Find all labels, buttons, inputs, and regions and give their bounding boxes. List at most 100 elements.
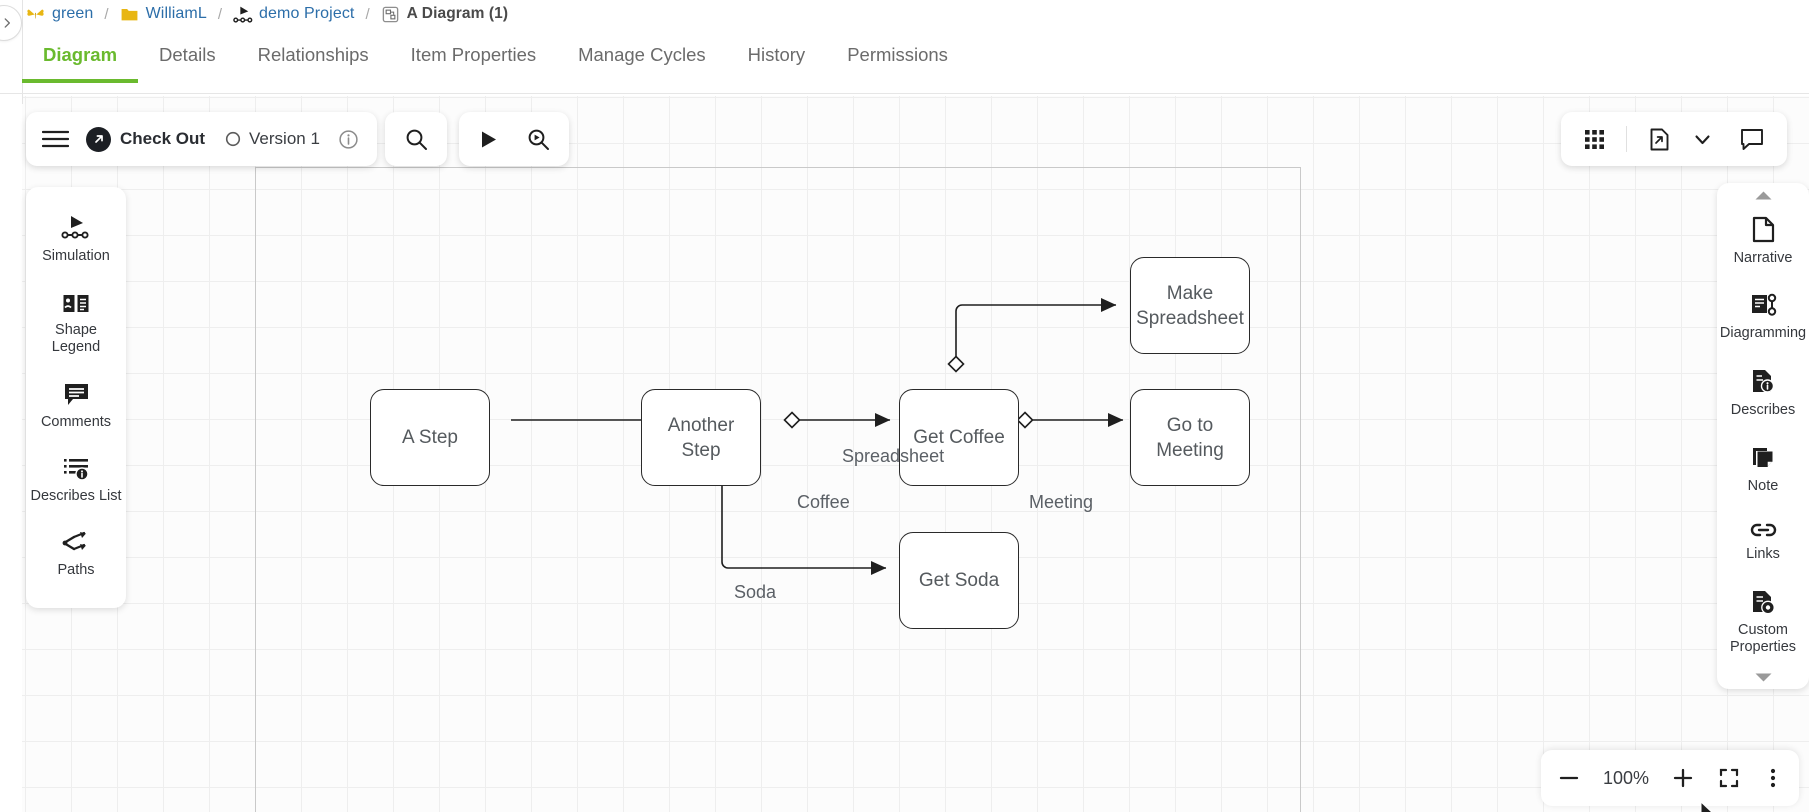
panel-label-shape-legend: Shape Legend	[51, 322, 101, 355]
page-boundary	[255, 167, 1301, 812]
breadcrumb-label-williaml: WilliamL	[145, 5, 207, 22]
tab-permissions[interactable]: Permissions	[847, 44, 948, 65]
panel-label-describes: Describes	[1730, 402, 1796, 418]
kebab-menu-icon	[1770, 768, 1776, 788]
version-selector[interactable]: Version 1	[205, 129, 320, 149]
tab-manage-cycles[interactable]: Manage Cycles	[578, 44, 706, 65]
hamburger-menu-icon[interactable]	[42, 129, 86, 149]
simulation-icon	[61, 214, 91, 241]
comment-bubble-icon[interactable]	[1739, 126, 1765, 152]
diagramming-icon	[1750, 293, 1777, 318]
toolbar-divider	[1626, 126, 1627, 152]
breadcrumb-label-green: green	[52, 5, 94, 22]
breadcrumb-item-williaml[interactable]: WilliamL	[120, 5, 207, 24]
version-label: Version 1	[249, 129, 320, 148]
zoom-in-button[interactable]	[1671, 766, 1695, 790]
header-divider	[22, 0, 23, 104]
book-legend-icon	[62, 291, 90, 315]
chevron-right-icon	[4, 18, 11, 28]
tab-details[interactable]: Details	[159, 44, 216, 65]
sidebar-expand-button[interactable]	[0, 5, 22, 41]
panel-item-describes[interactable]: Describes	[1717, 355, 1809, 432]
diagram-toolbar: Check Out Version 1	[26, 112, 377, 166]
right-tool-panel: Narrative Diagramming Describes	[1717, 183, 1809, 689]
checkout-arrow-icon	[86, 126, 111, 152]
panel-item-diagramming[interactable]: Diagramming	[1717, 280, 1809, 355]
breadcrumb: green / WilliamL / demo Project /	[0, 0, 1809, 28]
node-a-step[interactable]: A Step	[370, 389, 490, 486]
tab-history[interactable]: History	[747, 44, 806, 65]
panel-item-simulation[interactable]: Simulation	[26, 201, 126, 278]
check-out-label: Check Out	[120, 129, 206, 148]
panel-item-paths[interactable]: Paths	[26, 518, 126, 592]
check-out-button[interactable]: Check Out	[86, 126, 206, 152]
tab-relationships[interactable]: Relationships	[257, 44, 369, 65]
diagram-icon	[381, 5, 400, 24]
butterfly-icon	[26, 5, 45, 24]
document-icon	[1751, 216, 1776, 243]
panel-label-note: Note	[1747, 478, 1779, 494]
plus-icon	[1673, 768, 1693, 788]
panel-item-links[interactable]: Links	[1717, 508, 1809, 576]
breadcrumb-separator: /	[365, 5, 370, 23]
panel-label-describes-list: Describes List	[30, 488, 122, 504]
fit-to-screen-button[interactable]	[1717, 766, 1741, 790]
chevron-down-icon[interactable]	[1692, 129, 1713, 150]
panel-label-paths: Paths	[57, 562, 95, 578]
panel-scroll-down-button[interactable]	[1717, 669, 1809, 685]
zoom-out-button[interactable]	[1557, 766, 1581, 790]
diagram-canvas[interactable]: A Step Another Step Get Coffee Go to Mee…	[22, 96, 1809, 812]
zoom-toolbar: 100%	[1540, 750, 1799, 806]
folder-icon	[120, 5, 139, 24]
fullscreen-icon	[1719, 768, 1739, 788]
note-stack-icon	[1750, 445, 1777, 471]
tab-diagram[interactable]: Diagram	[22, 38, 139, 83]
panel-label-comments: Comments	[40, 414, 112, 430]
panel-label-custom-properties: Custom Properties	[1729, 622, 1797, 655]
breadcrumb-separator: /	[217, 5, 223, 23]
panel-item-describes-list[interactable]: Describes List	[26, 444, 126, 518]
document-gear-icon	[1750, 589, 1776, 615]
panel-label-diagramming: Diagramming	[1719, 325, 1807, 341]
panel-item-note[interactable]: Note	[1717, 432, 1809, 508]
breadcrumb-separator: /	[104, 5, 109, 23]
node-get-soda[interactable]: Get Soda	[899, 532, 1019, 629]
tab-item-properties[interactable]: Item Properties	[410, 44, 537, 65]
breadcrumb-item-a-diagram: A Diagram (1)	[381, 5, 509, 24]
document-export-icon[interactable]	[1647, 127, 1672, 152]
edge-label-meeting: Meeting	[1029, 492, 1094, 512]
panel-item-comments[interactable]: Comments	[26, 369, 126, 444]
panel-item-custom-properties[interactable]: Custom Properties	[1717, 576, 1809, 669]
view-toolbar	[1561, 112, 1787, 166]
panel-label-simulation: Simulation	[42, 248, 110, 264]
panel-item-narrative[interactable]: Narrative	[1717, 203, 1809, 280]
document-info-icon	[1750, 368, 1776, 395]
panel-item-shape-legend[interactable]: Shape Legend	[26, 278, 126, 369]
zoom-level-label: 100%	[1602, 767, 1649, 788]
node-get-coffee[interactable]: Get Coffee	[899, 389, 1019, 486]
panel-label-links: Links	[1746, 546, 1780, 562]
info-icon[interactable]	[320, 129, 359, 150]
breadcrumb-label-a-diagram: A Diagram (1)	[406, 5, 509, 22]
play-icon[interactable]	[477, 128, 500, 151]
paths-branch-icon	[62, 531, 90, 555]
minus-icon	[1559, 776, 1579, 780]
node-make-spreadsheet[interactable]: Make Spreadsheet	[1130, 257, 1250, 354]
more-options-button[interactable]	[1763, 766, 1783, 790]
panel-label-narrative: Narrative	[1733, 250, 1793, 266]
breadcrumb-item-demo-project[interactable]: demo Project	[233, 5, 354, 24]
node-go-to-meeting[interactable]: Go to Meeting	[1130, 389, 1250, 486]
process-icon	[233, 5, 253, 24]
list-info-icon	[63, 457, 90, 481]
chain-link-icon	[1749, 521, 1778, 539]
run-toolbar	[459, 112, 569, 166]
panel-scroll-up-button[interactable]	[1717, 187, 1809, 203]
breadcrumb-item-green[interactable]: green	[26, 5, 93, 24]
grid-apps-icon[interactable]	[1583, 128, 1606, 151]
play-search-icon[interactable]	[526, 127, 551, 152]
edge-label-soda: Soda	[734, 582, 777, 602]
edge-label-spreadsheet: Spreadsheet	[842, 446, 945, 466]
breadcrumb-label-demo-project: demo Project	[259, 5, 355, 22]
node-another-step[interactable]: Another Step	[641, 389, 761, 486]
search-icon[interactable]	[404, 127, 429, 152]
